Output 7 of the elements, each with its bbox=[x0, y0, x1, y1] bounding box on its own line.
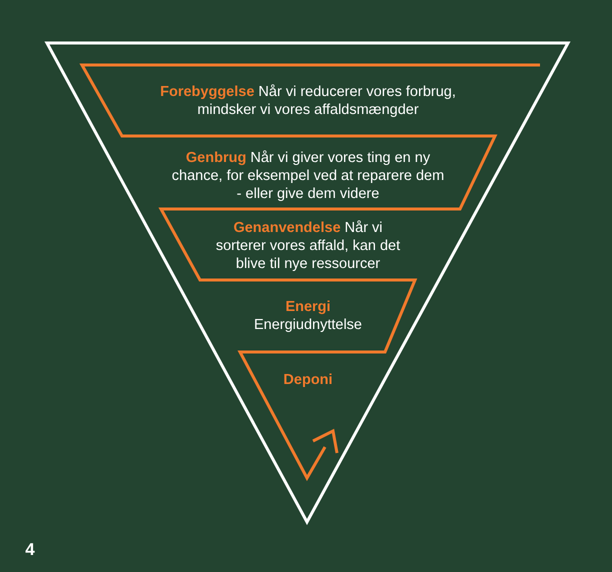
level-description: Genanvendelse Når vi sorterer vores affald, kan det blive til nye ressourcer bbox=[214, 219, 402, 273]
level-heading: Energi bbox=[284, 298, 332, 316]
page-number: 4 bbox=[24, 541, 36, 559]
level-description: Forebyggelse Når vi reducerer vores forbrug, mindsker vi vores affaldsmængder bbox=[159, 83, 457, 119]
level-description: Genbrug Når vi giver vores ting en ny chance, for eksempel ved at reparere dem - eller give dem videre bbox=[170, 149, 446, 203]
level-heading: Deponi bbox=[282, 371, 334, 389]
level-description: Energiudnyttelse bbox=[252, 316, 363, 334]
